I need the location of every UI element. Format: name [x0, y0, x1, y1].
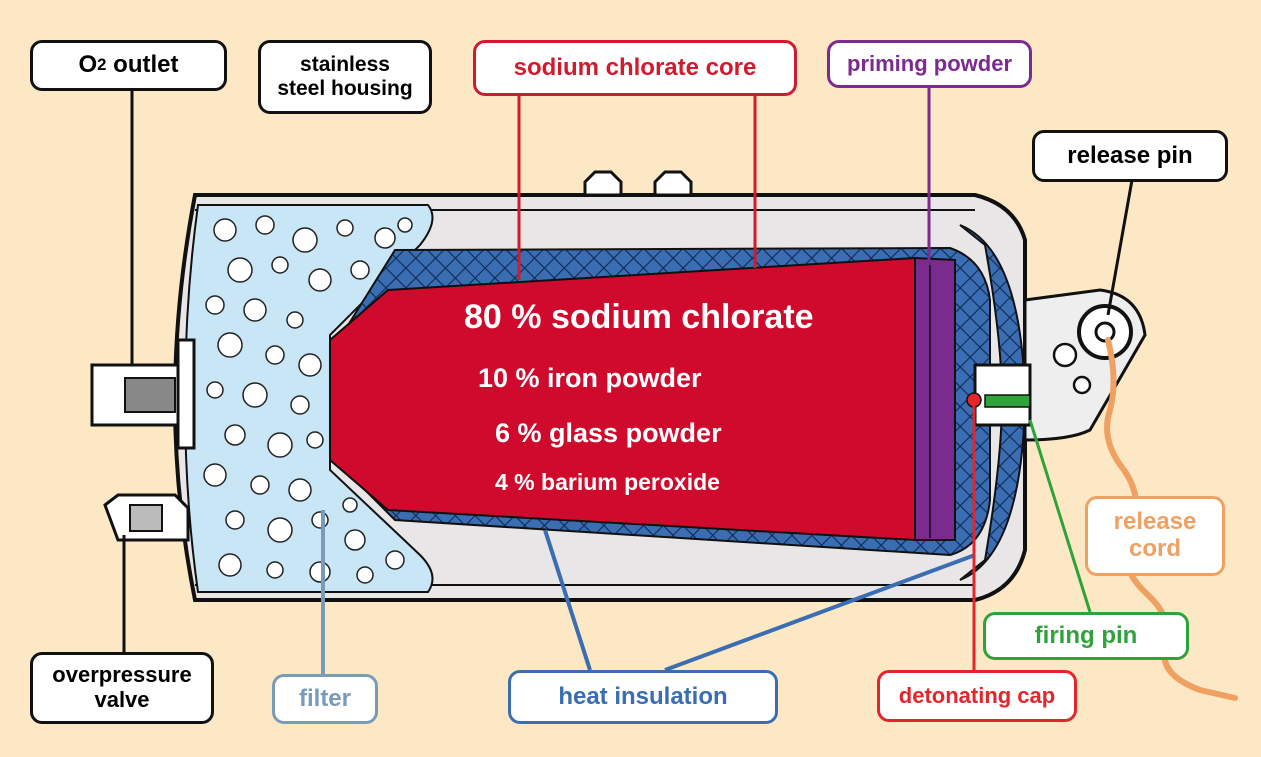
- filter-label: filter: [272, 674, 378, 724]
- composition-glass-powder: 6 % glass powder: [495, 418, 722, 448]
- filter-pellets: [203, 215, 413, 584]
- core-label-text: sodium chlorate core: [513, 53, 757, 81]
- detonating-cap-label: detonating cap: [877, 670, 1077, 722]
- o2-outlet-rest: outlet: [106, 51, 179, 79]
- firing-pin: [984, 394, 1031, 408]
- stainless-line2: steel housing: [277, 77, 413, 100]
- stainless-steel-housing-label: stainless steel housing: [258, 40, 432, 114]
- release-pin-label-text: release pin: [1067, 141, 1193, 169]
- overpressure-line1: overpressure: [52, 662, 192, 688]
- release-pin-label: release pin: [1032, 130, 1228, 182]
- composition-sodium-chlorate: 80 % sodium chlorate: [464, 298, 814, 336]
- heat-insulation-endcap: [959, 224, 1027, 581]
- o2-outlet-o: O: [78, 51, 98, 79]
- sodium-chlorate-core-label: sodium chlorate core: [473, 40, 797, 96]
- composition-iron-powder: 10 % iron powder: [478, 363, 702, 393]
- priming-powder-label: priming powder: [827, 40, 1032, 88]
- o2-outlet-subscript: 2: [97, 55, 107, 75]
- composition-barium-peroxide: 4 % barium peroxide: [495, 469, 720, 495]
- overpressure-valve-label: overpressure valve: [30, 652, 214, 724]
- stainless-line1: stainless: [300, 53, 390, 77]
- firing-pin-label: firing pin: [983, 612, 1189, 660]
- priming-label-text: priming powder: [847, 50, 1012, 76]
- overpressure-line2: valve: [94, 687, 150, 712]
- heat-insulation-label-text: heat insulation: [558, 682, 728, 710]
- priming-powder: [914, 256, 956, 541]
- release-cord-line2: cord: [1128, 535, 1181, 562]
- firing-pin-label-text: firing pin: [1034, 621, 1138, 649]
- detonating-cap-label-text: detonating cap: [898, 682, 1056, 708]
- detonating-cap: [966, 392, 982, 408]
- top-bolt: [653, 170, 693, 197]
- filter-label-text: filter: [298, 684, 351, 712]
- release-cord-line1: release: [1113, 508, 1197, 536]
- heat-insulation-label: heat insulation: [508, 670, 778, 724]
- release-cord-label: release cord: [1085, 496, 1225, 576]
- top-bolt: [583, 170, 623, 197]
